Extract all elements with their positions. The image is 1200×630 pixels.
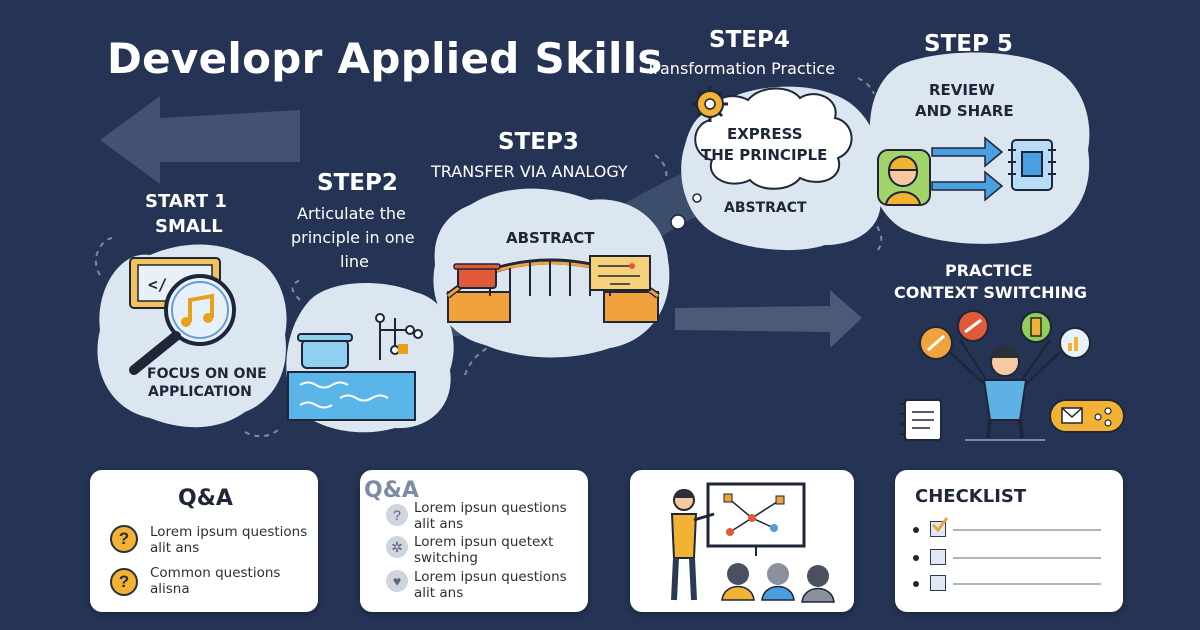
bullet [913, 581, 919, 587]
dashed-connector [464, 344, 493, 376]
qa-card-2-title: Q&A [364, 478, 419, 503]
step1-heading-line1: START 1 [145, 191, 227, 212]
gear-icon: ✲ [386, 536, 408, 558]
step3-caption: ABSTRACT [506, 229, 595, 247]
question-icon: ? [386, 504, 408, 526]
checkbox-unchecked[interactable] [930, 575, 946, 591]
qa-card-2-item2-line2: switching [414, 550, 478, 566]
step1-caption-line1: FOCUS ON ONE [147, 366, 267, 382]
checklist-row [913, 517, 1103, 540]
step4-caption: ABSTRACT [724, 200, 807, 216]
step2-heading: STEP2 [317, 170, 398, 196]
checkbox-unchecked[interactable] [930, 549, 946, 565]
qa-card-2-item3-line1: Lorem ipsun questions [414, 569, 567, 585]
checkmark-icon [931, 517, 949, 533]
step5-caption-line1: REVIEW [929, 81, 995, 99]
qa-card-2: Q&A ? Lorem ipsun questions alit ans ✲ L… [360, 470, 588, 612]
qa-card-2-item1-line1: Lorem ipsun questions [414, 500, 567, 516]
qa-card-1-title: Q&A [178, 486, 233, 511]
qa-card-1-item1-line1: Lorem ipsum questions [150, 524, 308, 540]
step3-subtitle: TRANSFER VIA ANALOGY [431, 162, 628, 181]
left-arrow-shape [100, 96, 300, 184]
step4-subtitle: Transformation Practice [646, 59, 836, 78]
step2-line3: line [340, 252, 369, 271]
presenter-card [630, 470, 854, 612]
qa-card-2-item2-line1: Lorem ipsun quetext [414, 534, 554, 550]
checklist-line [953, 529, 1101, 531]
dashed-connector [654, 154, 668, 179]
qa-card-1-item2-line1: Common questions [150, 565, 281, 581]
svg-text:</: </ [148, 275, 167, 294]
right-arrow-shape [675, 290, 862, 348]
qa-card-1-item1-line2: alit ans [150, 540, 200, 556]
step2-line2: principle in one [291, 228, 415, 247]
step1-caption-line2: APPLICATION [148, 384, 252, 400]
bridge-icon [446, 255, 660, 323]
dashed-connector [94, 237, 113, 276]
step4-cloud-line1: EXPRESS [727, 125, 803, 143]
presenter-board-icon [670, 482, 835, 603]
checklist-row [913, 574, 1103, 594]
juggling-person-icon [900, 310, 1125, 441]
qa-card-2-item1-line2: alit ans [414, 516, 464, 532]
checklist-line [953, 557, 1101, 559]
step4-heading: STEP4 [709, 27, 790, 53]
question-icon: ? [110, 568, 138, 596]
dashed-connector [244, 429, 279, 438]
heart-icon: ♥ [386, 570, 408, 592]
question-icon: ? [110, 525, 138, 553]
thought-dot [692, 193, 702, 203]
qa-card-1-item2-line2: alisna [150, 581, 190, 597]
qa-card-1: Q&A ? Lorem ipsum questions alit ans ? C… [90, 470, 318, 612]
step4-cloud-line2: THE PRINCIPLE [701, 146, 828, 164]
step5-heading: STEP 5 [924, 31, 1013, 57]
checklist-title: CHECKLIST [915, 486, 1027, 507]
practice-line1: PRACTICE [945, 261, 1033, 280]
step2-line1: Articulate the [297, 204, 406, 223]
thought-dot [670, 214, 686, 230]
checklist-card: CHECKLIST [895, 470, 1123, 612]
qa-card-2-item3-line2: alit ans [414, 585, 464, 601]
dashed-connector [291, 279, 301, 301]
bullet [913, 555, 919, 561]
bullet [913, 527, 919, 533]
dashed-connector [857, 77, 875, 95]
practice-line2: CONTEXT SWITCHING [894, 283, 1088, 302]
gear-icon [692, 86, 728, 122]
step3-heading: STEP3 [498, 129, 579, 155]
step5-caption-line2: AND SHARE [915, 102, 1014, 120]
checklist-line [953, 583, 1101, 585]
magnifier-music-icon: </ [129, 257, 236, 375]
page-title: Developr Applied Skills [107, 34, 663, 83]
step1-heading-line2: SMALL [155, 216, 223, 237]
person-chip-icon [877, 136, 1056, 206]
checklist-row [913, 548, 1103, 568]
pot-and-circuit-icon [287, 313, 423, 421]
cloud-shape [694, 87, 853, 190]
